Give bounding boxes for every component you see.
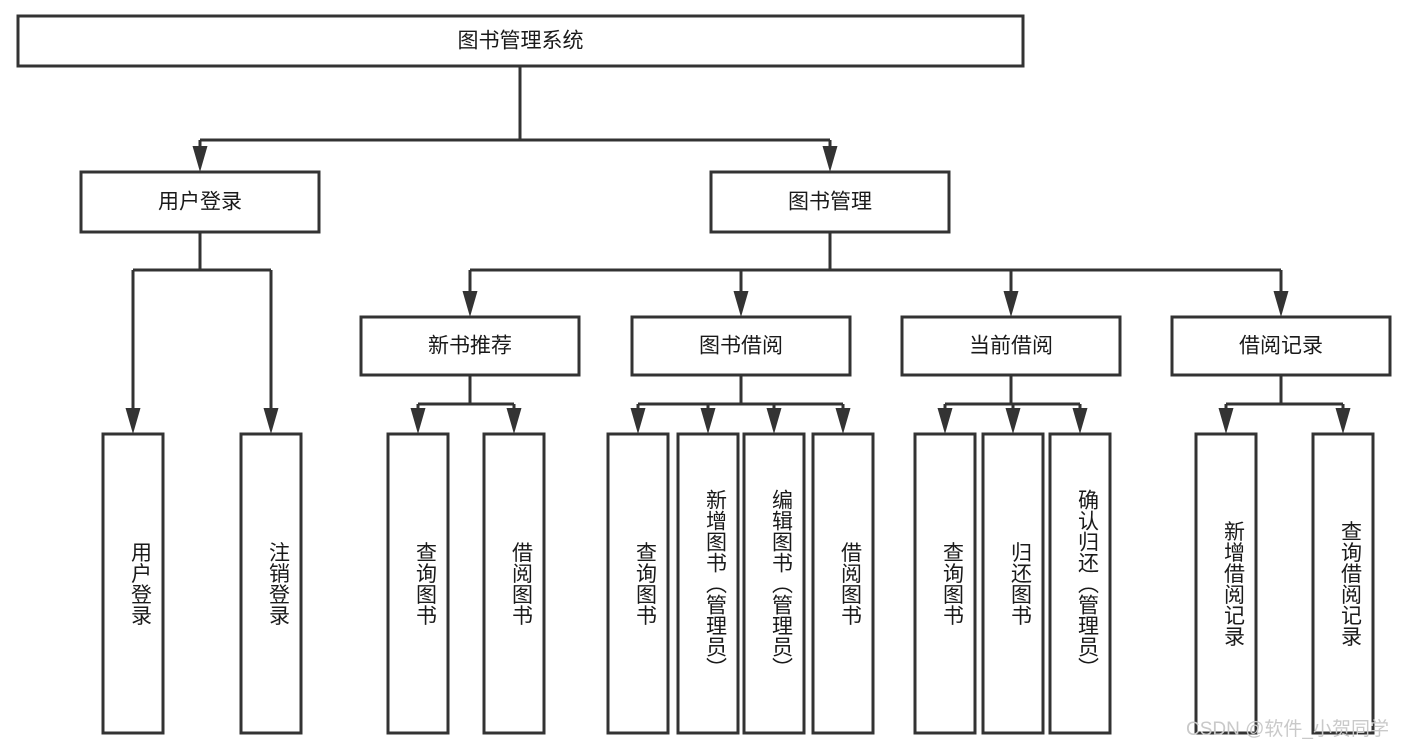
node-label: 查询图书: [941, 542, 965, 626]
node-l2-图书管理[interactable]: 图书管理: [709, 170, 951, 234]
node-box[interactable]: [630, 315, 852, 377]
node-box[interactable]: [913, 432, 977, 735]
node-label: 编辑图书（管理员）: [770, 489, 794, 678]
node-label: 查询图书: [414, 542, 438, 626]
node-label: 新书推荐: [428, 335, 512, 358]
node-root-图书管理系统[interactable]: 图书管理系统: [16, 14, 1025, 68]
node-label: 归还图书: [1009, 542, 1033, 626]
node-leaf-借阅图书[interactable]: 借阅图书: [811, 432, 875, 735]
arrow-head-icon: [630, 408, 646, 434]
node-box[interactable]: [742, 432, 806, 735]
connector-bookmgmt-to-level3: [462, 232, 1289, 317]
node-label: 当前借阅: [969, 335, 1053, 358]
arrow-head-icon: [506, 408, 522, 434]
node-label: 注销登录: [267, 542, 291, 626]
node-box[interactable]: [981, 432, 1045, 735]
arrow-head-icon: [410, 408, 426, 434]
arrow-head-icon: [1273, 291, 1289, 317]
node-l3-图书借阅[interactable]: 图书借阅: [630, 315, 852, 377]
node-label: 确认归还（管理员）: [1076, 489, 1100, 678]
node-box[interactable]: [101, 432, 165, 735]
node-leaf-查询图书[interactable]: 查询图书: [606, 432, 670, 735]
arrow-head-icon: [822, 146, 838, 172]
node-layer: 图书管理系统用户登录图书管理新书推荐图书借阅当前借阅借阅记录用户登录注销登录查询…: [16, 14, 1392, 735]
arrow-head-icon: [937, 408, 953, 434]
node-label: 图书管理: [788, 191, 872, 214]
arrow-head-icon: [263, 408, 279, 434]
node-l3-借阅记录[interactable]: 借阅记录: [1170, 315, 1392, 377]
connector-newbook-to-leaves: [410, 375, 522, 434]
node-leaf-编辑图书管理员[interactable]: 编辑图书（管理员）: [742, 432, 806, 735]
node-box[interactable]: [1170, 315, 1392, 377]
node-leaf-新增图书管理员[interactable]: 新增图书（管理员）: [676, 432, 740, 735]
arrow-head-icon: [125, 408, 141, 434]
node-l2-用户登录[interactable]: 用户登录: [79, 170, 321, 234]
node-box[interactable]: [386, 432, 450, 735]
node-label: 借阅图书: [839, 542, 863, 626]
node-box[interactable]: [1311, 432, 1375, 735]
arrow-head-icon: [835, 408, 851, 434]
node-box[interactable]: [900, 315, 1122, 377]
node-leaf-查询图书[interactable]: 查询图书: [386, 432, 450, 735]
connector-root-to-level2: [192, 66, 838, 172]
node-box[interactable]: [709, 170, 951, 234]
arrow-head-icon: [700, 408, 716, 434]
arrow-head-icon: [462, 291, 478, 317]
node-leaf-查询图书[interactable]: 查询图书: [913, 432, 977, 735]
node-box[interactable]: [606, 432, 670, 735]
node-leaf-归还图书[interactable]: 归还图书: [981, 432, 1045, 735]
arrow-head-icon: [1003, 291, 1019, 317]
node-label: 新增图书（管理员）: [704, 489, 728, 678]
arrow-head-icon: [1218, 408, 1234, 434]
arrow-head-icon: [1335, 408, 1351, 434]
node-box[interactable]: [811, 432, 875, 735]
node-label: 借阅记录: [1239, 335, 1323, 358]
node-leaf-查询借阅记录[interactable]: 查询借阅记录: [1311, 432, 1375, 735]
node-label: 查询图书: [634, 542, 658, 626]
node-leaf-借阅图书[interactable]: 借阅图书: [482, 432, 546, 735]
node-box[interactable]: [1194, 432, 1258, 735]
arrow-head-icon: [766, 408, 782, 434]
node-box[interactable]: [359, 315, 581, 377]
node-label: 新增借阅记录: [1222, 521, 1246, 647]
connector-login-to-leaves: [125, 232, 279, 434]
node-box[interactable]: [16, 14, 1025, 68]
node-box[interactable]: [1048, 432, 1112, 735]
connector-borrow-to-leaves: [630, 375, 851, 434]
connector-record-to-leaves: [1218, 375, 1351, 434]
arrow-head-icon: [733, 291, 749, 317]
node-box[interactable]: [79, 170, 321, 234]
arrow-head-icon: [1005, 408, 1021, 434]
node-box[interactable]: [676, 432, 740, 735]
node-label: 图书借阅: [699, 335, 783, 358]
node-leaf-注销登录[interactable]: 注销登录: [239, 432, 303, 735]
node-label: 查询借阅记录: [1339, 521, 1363, 647]
node-box[interactable]: [239, 432, 303, 735]
node-label: 借阅图书: [510, 542, 534, 626]
connector-layer: [125, 66, 1351, 434]
arrow-head-icon: [192, 146, 208, 172]
node-leaf-用户登录[interactable]: 用户登录: [101, 432, 165, 735]
node-box[interactable]: [482, 432, 546, 735]
node-l3-当前借阅[interactable]: 当前借阅: [900, 315, 1122, 377]
node-label: 用户登录: [158, 191, 242, 214]
node-label: 用户登录: [129, 542, 153, 626]
node-label: 图书管理系统: [458, 30, 584, 53]
node-leaf-新增借阅记录[interactable]: 新增借阅记录: [1194, 432, 1258, 735]
node-leaf-确认归还管理员[interactable]: 确认归还（管理员）: [1048, 432, 1112, 735]
connector-current-to-leaves: [937, 375, 1088, 434]
node-l3-新书推荐[interactable]: 新书推荐: [359, 315, 581, 377]
arrow-head-icon: [1072, 408, 1088, 434]
